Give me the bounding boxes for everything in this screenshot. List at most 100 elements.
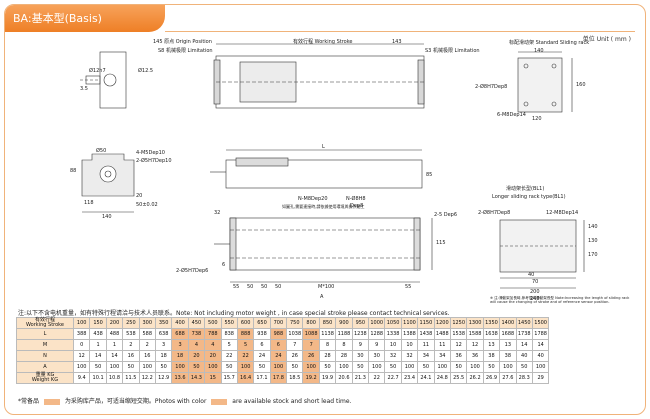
table-cell: 19.2 (302, 372, 320, 384)
table-cell: 1288 (368, 328, 386, 340)
table-cell: 100 (204, 361, 222, 373)
highlight-swatch (43, 398, 60, 405)
rack-hole (523, 101, 529, 107)
dim-70: 70 (532, 279, 539, 285)
table-cell: 3 (171, 339, 189, 351)
dim-A: A (320, 294, 324, 300)
table-cell: 7 (302, 339, 320, 351)
table-cell: 40 (515, 350, 533, 362)
table-cell: 12.2 (138, 372, 156, 384)
table-cell: 19.9 (318, 372, 337, 384)
row-header-text: 有效行程 (34, 317, 55, 323)
table-cell: 9.4 (72, 372, 91, 384)
rack-hole (523, 63, 529, 69)
shaft-keyway (85, 75, 101, 85)
footer-middle: 为采购库产品，可适当缩短交期。Photos with color (64, 398, 207, 405)
long-rack-cn: 滑动架长型(BL1) (506, 186, 545, 192)
table-cell: 838 (220, 328, 238, 340)
table-cell: 22 (236, 350, 255, 362)
table-cell: 1188 (335, 328, 353, 340)
table-cell: 18 (154, 350, 173, 362)
table-cell: 27.6 (499, 372, 517, 384)
table-cell: 1000 (368, 317, 386, 329)
table-cell: 14.3 (187, 372, 206, 384)
rack-hole (551, 63, 557, 69)
bottom-view-endcap-left (229, 217, 237, 271)
footer-note: *常备品 为采购库产品，可适当缩短交期。Photos with color ar… (18, 396, 351, 405)
table-cell: 50 (220, 361, 238, 373)
rack-hole-label: 2-Ø8H7Dep8 (475, 84, 508, 90)
table-cell: 1450 (515, 317, 533, 329)
section-screw-core (104, 170, 112, 178)
n-m8-label: N-M8Dep20 (298, 196, 328, 202)
table-cell: 38 (482, 350, 501, 362)
table-cell: 100 (138, 361, 156, 373)
table-cell: 350 (154, 317, 173, 329)
table-cell: 50 (449, 361, 468, 373)
table-cell: 26 (286, 350, 304, 362)
dim-bottom-3: 50 (275, 284, 282, 290)
table-cell: 688 (171, 328, 189, 340)
table-cell: 4 (204, 339, 222, 351)
table-cell: 1 (89, 339, 107, 351)
table-cell: 18.5 (286, 372, 304, 384)
table-cell: 100 (269, 361, 288, 373)
d5h7-bottom-label: 2-Ø5H7Dep6 (176, 268, 209, 274)
bottom-view-rail (229, 217, 421, 271)
dim-120-a: 120 (532, 116, 542, 122)
table-cell: 738 (187, 328, 206, 340)
table-cell: 12 (72, 350, 91, 362)
table-cell: 500 (204, 317, 222, 329)
table-cell: 8 (318, 339, 337, 351)
table-cell: 29 (531, 372, 550, 384)
dim-50-tol: 50±0.02 (136, 202, 158, 208)
table-cell: 100 (236, 361, 255, 373)
table-cell: 988 (269, 328, 288, 340)
table-cell: 13.6 (171, 372, 189, 384)
table-cell: 5 (236, 339, 255, 351)
dim-bottom-0: 55 (233, 284, 240, 290)
dim-3-5: 3.5 (80, 86, 88, 92)
table-cell: 1050 (384, 317, 402, 329)
table-cell: 13 (482, 339, 501, 351)
table-cell: 11 (433, 339, 451, 351)
dim-140-a: 140 (534, 48, 544, 54)
table-cell: 14 (515, 339, 533, 351)
table-cell: 25.5 (449, 372, 468, 384)
table-cell: 150 (89, 317, 107, 329)
table-cell: 17.1 (253, 372, 271, 384)
table-cell: 26.2 (466, 372, 484, 384)
table-cell: 300 (138, 317, 156, 329)
row-header-text: A (43, 363, 47, 370)
table-cell: 750 (286, 317, 304, 329)
table-cell: 1 (105, 339, 124, 351)
dim-bottom-1: 50 (247, 284, 254, 290)
table-cell: 1638 (482, 328, 501, 340)
table-cell: 22 (220, 350, 238, 362)
table-cell: 38 (499, 350, 517, 362)
table-cell: 1338 (384, 328, 402, 340)
row-header-text: M (42, 341, 48, 348)
table-cell: 1138 (318, 328, 337, 340)
origin-label: 145 原点 Origin Position (153, 39, 212, 45)
table-cell: 100 (466, 361, 484, 373)
dim-160: 160 (576, 82, 586, 88)
table-cell: 10.8 (105, 372, 124, 384)
table-cell: 400 (171, 317, 189, 329)
table-cell: 36 (449, 350, 468, 362)
table-cell: 22.7 (384, 372, 402, 384)
limit-s8-label: S8 机械极限 Limitation (158, 48, 213, 54)
table-cell: 1300 (466, 317, 484, 329)
dim-170: 170 (588, 252, 598, 258)
table-cell: 1788 (531, 328, 550, 340)
table-cell: 1588 (466, 328, 484, 340)
table-cell: 900 (335, 317, 353, 329)
dim-140-c: 140 (588, 224, 598, 230)
highlight-swatch (211, 398, 228, 405)
table-cell: 100 (335, 361, 353, 373)
dim-143: 143 (392, 39, 402, 45)
table-cell: 2 (122, 339, 140, 351)
